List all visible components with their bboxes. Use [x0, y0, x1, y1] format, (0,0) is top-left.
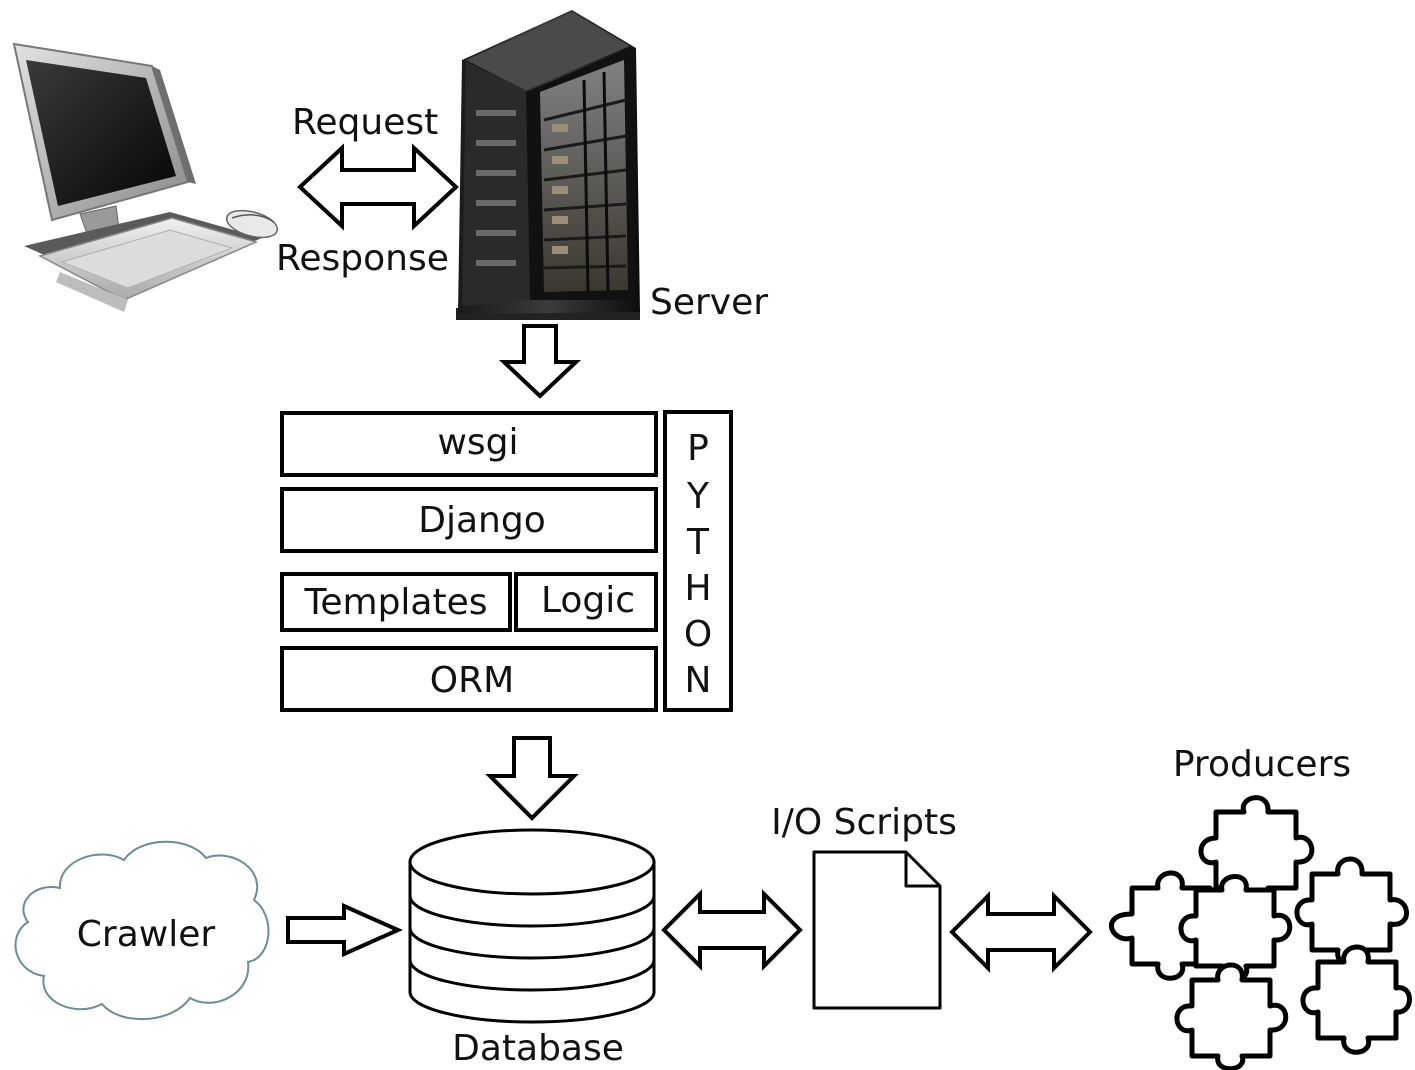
python-letter: H [684, 568, 711, 609]
wsgi-box [280, 411, 658, 477]
puzzle-pieces-icon [1109, 795, 1412, 1070]
server-to-stack-arrow [498, 324, 582, 399]
python-letter: Y [686, 476, 710, 517]
python-letter: P [687, 428, 709, 469]
producers-label: Producers [1173, 744, 1351, 785]
python-stack: wsgi Django Templates Logic ORM P Y T H … [280, 410, 733, 712]
database-label: Database [452, 1028, 624, 1069]
orm-label: ORM [430, 660, 514, 701]
wsgi-label: wsgi [437, 422, 518, 463]
database-io-arrow [661, 889, 803, 971]
stack-to-database-arrow [485, 736, 579, 821]
desktop-computer-icon [12, 42, 279, 312]
python-letter: N [685, 660, 712, 701]
io-producers-arrow [949, 891, 1093, 973]
crawler-label: Crawler [77, 914, 216, 955]
templates-label: Templates [303, 582, 487, 623]
io-scripts-label: I/O Scripts [771, 802, 957, 843]
cloud-icon [14, 840, 270, 1021]
request-response-arrow [297, 143, 459, 231]
server-tower-icon [456, 10, 640, 320]
python-box [663, 410, 733, 712]
python-letter: O [684, 614, 712, 655]
request-label: Request [292, 102, 438, 143]
logic-box [514, 572, 658, 632]
response-label: Response [276, 238, 449, 279]
orm-box [280, 646, 658, 712]
database-cylinder-icon [408, 828, 656, 1024]
document-icon [812, 850, 942, 1010]
templates-box [280, 572, 512, 632]
crawler-to-database-arrow [286, 902, 403, 958]
logic-label: Logic [541, 580, 635, 621]
python-letter: T [686, 522, 710, 563]
server-label: Server [650, 282, 768, 323]
django-box [280, 487, 658, 553]
django-label: Django [418, 500, 545, 541]
